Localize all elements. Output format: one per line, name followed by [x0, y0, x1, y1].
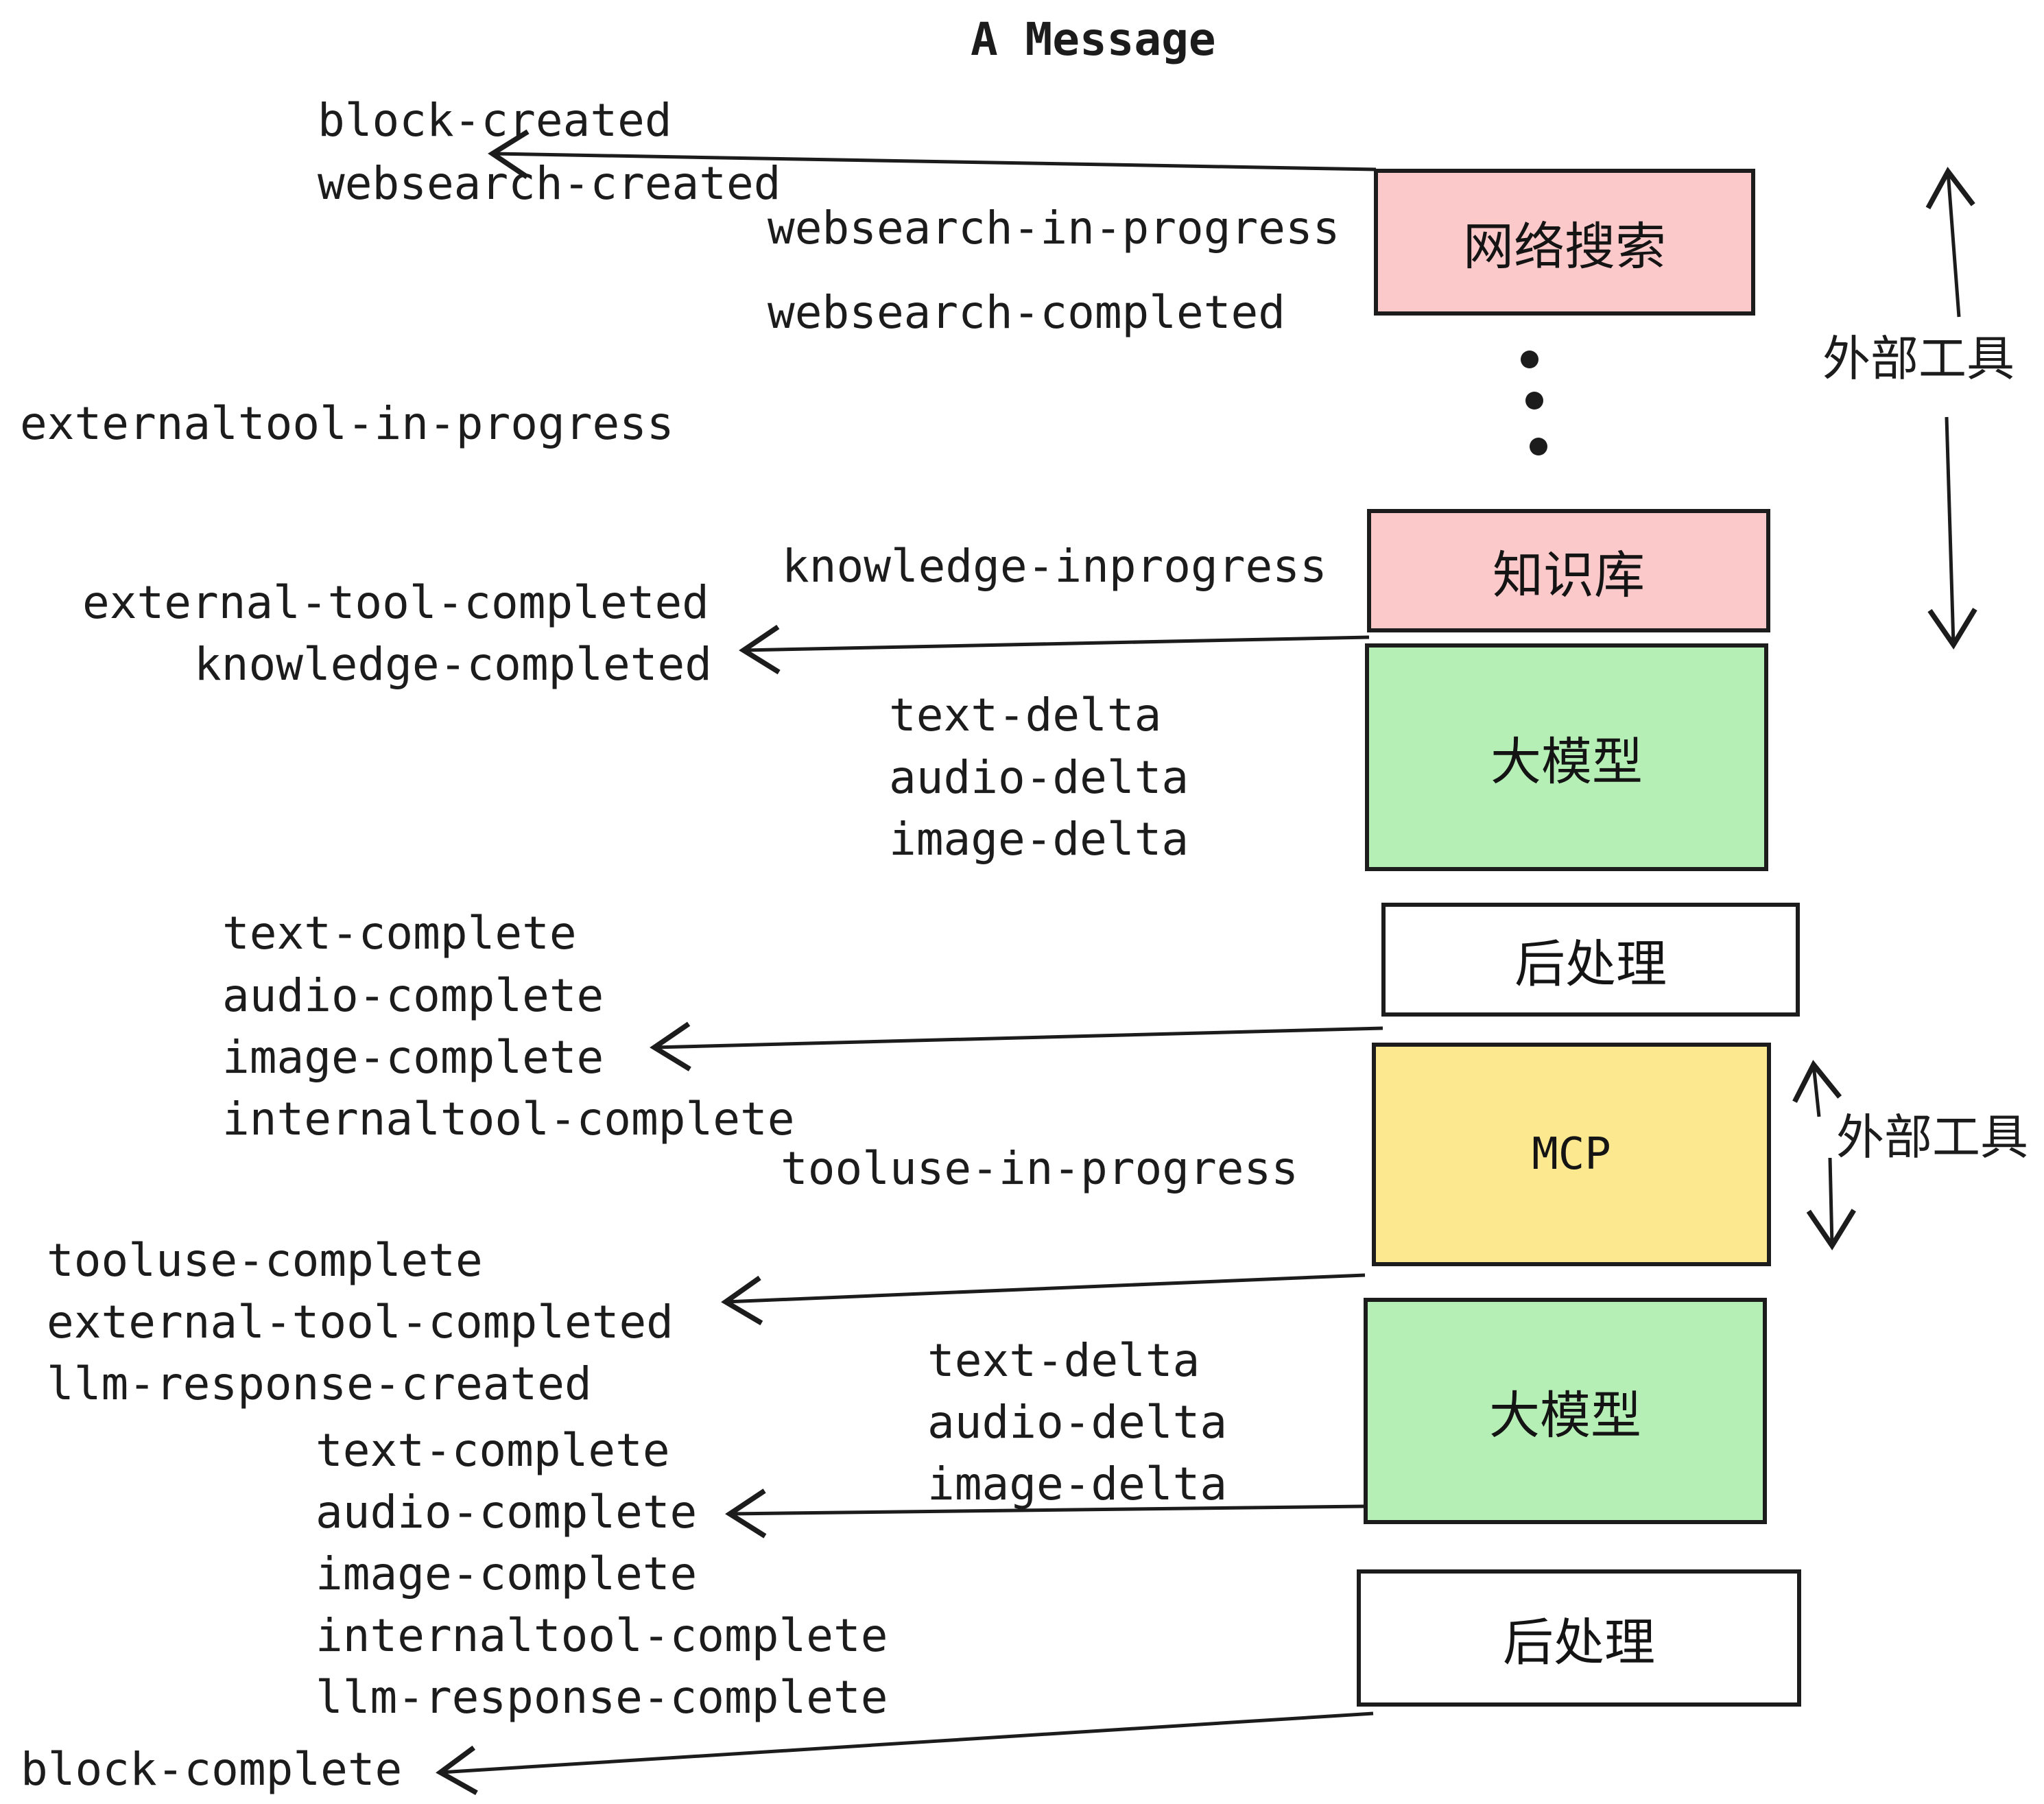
event-internaltool-complete-2: internaltool-complete: [316, 1609, 888, 1662]
arrow-llm2-to-audio-complete: [725, 1488, 1366, 1539]
event-audio-complete-2: audio-complete: [316, 1486, 698, 1539]
box-knowledge-label: 知识库: [1493, 545, 1645, 605]
ellipsis-dot: [1521, 351, 1538, 368]
box-postprocess-1-label: 后处理: [1514, 934, 1667, 994]
external-tools-label-2: 外部工具: [1836, 1109, 2028, 1165]
event-tooluse-complete: tooluse-complete: [47, 1234, 483, 1287]
event-image-complete-2: image-complete: [316, 1547, 698, 1600]
arrow-post2-to-block-complete: [436, 1711, 1374, 1795]
event-tooluse-in-progress: tooluse-in-progress: [781, 1142, 1298, 1195]
external-tools-2-up-arrow: [1792, 1060, 1842, 1117]
event-websearch-completed: websearch-completed: [768, 286, 1285, 339]
box-mcp: MCP: [1372, 1043, 1771, 1266]
arrow-websearch-to-created: [488, 129, 1377, 180]
event-audio-complete-1: audio-complete: [222, 969, 604, 1022]
event-image-complete-1: image-complete: [222, 1031, 604, 1084]
diagram-title: A Message: [971, 13, 1216, 66]
arrow-knowledge-to-completed: [739, 624, 1370, 675]
event-block-created: block-created: [318, 94, 672, 147]
event-websearch-in-progress: websearch-in-progress: [768, 202, 1340, 254]
box-knowledge: 知识库: [1367, 509, 1770, 632]
event-audio-delta-2: audio-delta: [927, 1396, 1228, 1449]
event-internaltool-complete-1: internaltool-complete: [222, 1093, 795, 1146]
event-text-complete-2: text-complete: [316, 1424, 670, 1477]
event-external-tool-completed-2: external-tool-completed: [47, 1296, 674, 1349]
box-llm-2: 大模型: [1364, 1298, 1767, 1524]
event-websearch-created: websearch-created: [318, 157, 781, 210]
arrow-llm1-to-image-complete: [650, 1021, 1383, 1071]
ellipsis-dot: [1525, 392, 1543, 410]
event-image-delta-2: image-delta: [927, 1458, 1228, 1510]
box-postprocess-2-label: 后处理: [1503, 1613, 1655, 1672]
box-websearch: 网络搜索: [1374, 169, 1755, 316]
event-audio-delta-1: audio-delta: [889, 751, 1189, 804]
arrow-mcp-to-tooluse-complete: [721, 1273, 1366, 1326]
box-websearch-label: 网络搜索: [1463, 217, 1666, 276]
external-tools-1-up-arrow: [1925, 167, 1975, 318]
box-mcp-label: MCP: [1532, 1129, 1611, 1180]
box-llm-2-label: 大模型: [1489, 1386, 1641, 1445]
box-llm-1-label: 大模型: [1490, 732, 1643, 792]
external-tools-1-down-arrow: [1927, 416, 1977, 650]
external-tools-2-down-arrow: [1806, 1157, 1856, 1250]
box-postprocess-1: 后处理: [1381, 903, 1800, 1017]
event-knowledge-inprogress: knowledge-inprogress: [782, 540, 1327, 593]
event-block-complete: block-complete: [21, 1743, 403, 1796]
event-externaltool-in-progress: externaltool-in-progress: [20, 397, 674, 450]
event-external-tool-completed-1: external-tool-completed: [82, 576, 709, 629]
event-llm-response-created: llm-response-created: [47, 1357, 592, 1410]
box-postprocess-2: 后处理: [1357, 1569, 1801, 1707]
event-image-delta-1: image-delta: [889, 813, 1189, 866]
box-llm-1: 大模型: [1365, 643, 1768, 871]
event-text-delta-1: text-delta: [889, 689, 1162, 741]
event-llm-response-complete: llm-response-complete: [316, 1671, 888, 1724]
event-text-delta-2: text-delta: [927, 1334, 1200, 1387]
ellipsis-dot: [1530, 438, 1547, 455]
external-tools-label-1: 外部工具: [1822, 331, 2015, 387]
event-knowledge-completed: knowledge-completed: [194, 638, 712, 691]
event-text-complete-1: text-complete: [222, 907, 577, 960]
